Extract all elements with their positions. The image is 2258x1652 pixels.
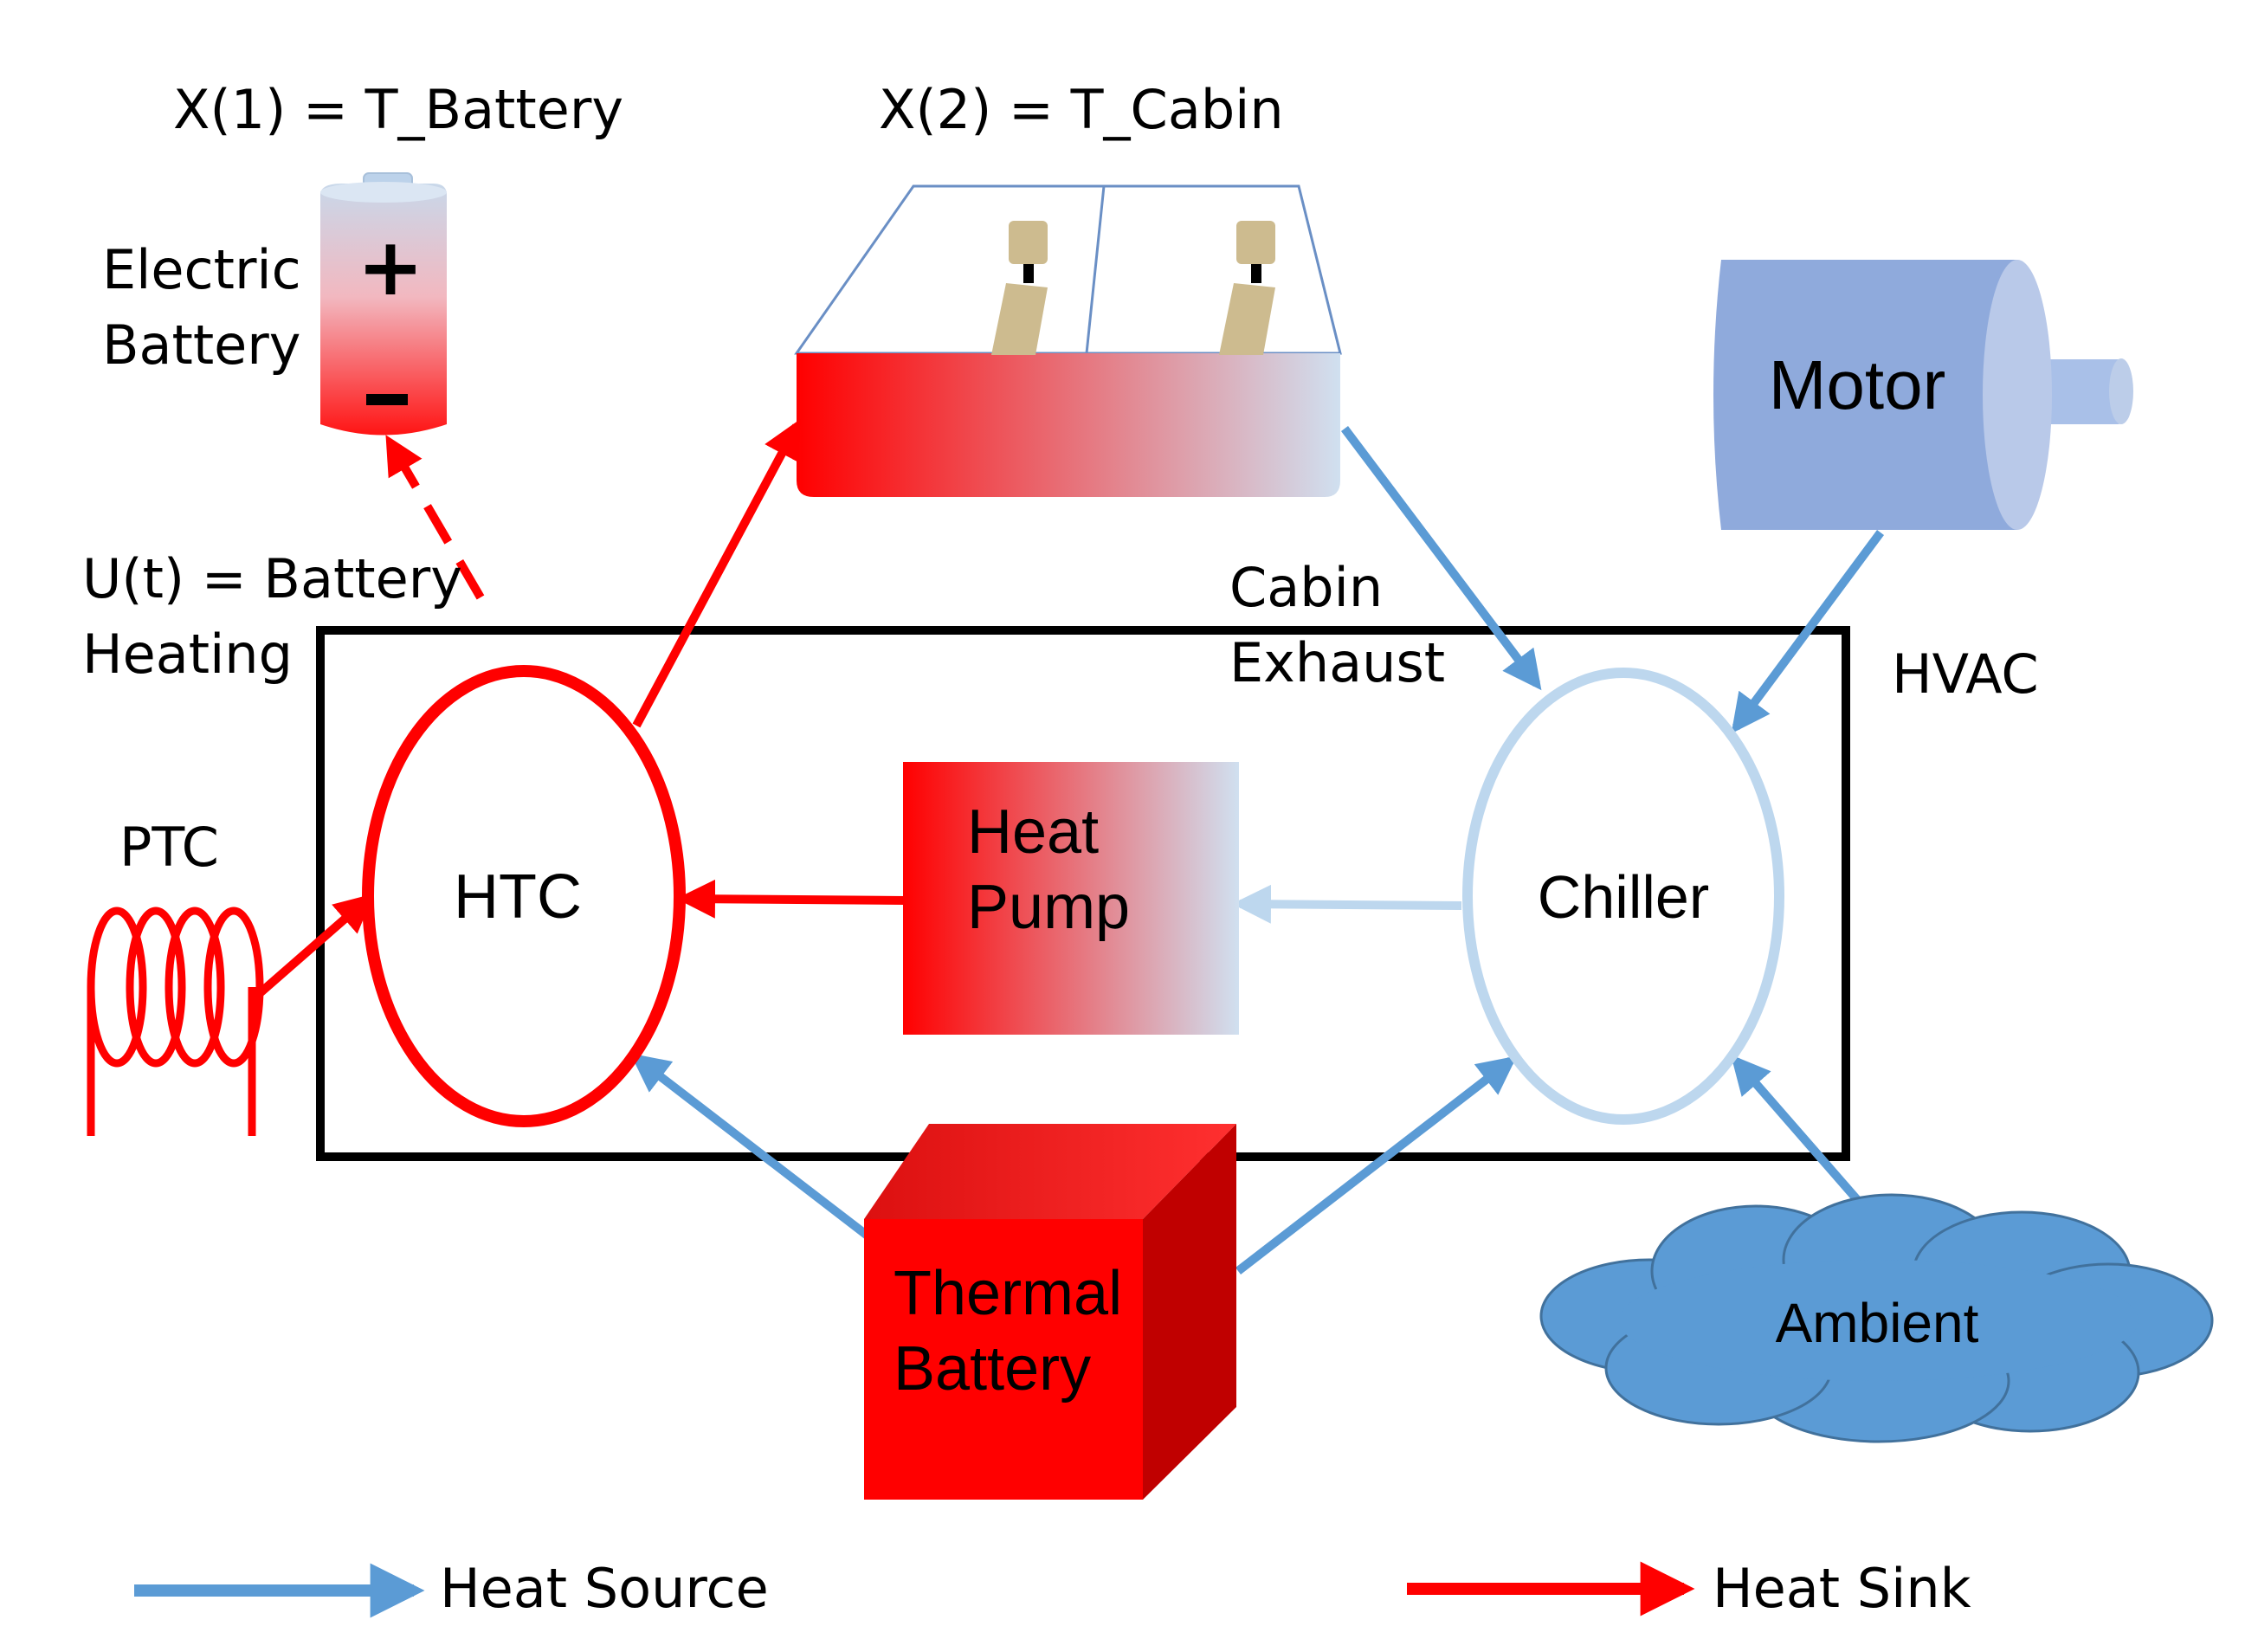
hvac-label: HVAC	[1892, 642, 2039, 706]
ptc-label: PTC	[119, 816, 219, 879]
thermal-battery-label-line2: Battery	[894, 1334, 1091, 1404]
legend: Heat Source Heat Sink	[134, 1557, 1971, 1620]
battery-minus-icon	[366, 394, 408, 405]
ptc-coil-icon	[87, 907, 264, 1136]
chiller-node	[1462, 668, 1784, 1125]
heat-pump-box	[903, 762, 1239, 1035]
t-cabin-label: X(2) = T_Cabin	[879, 78, 1284, 141]
battery-heating-label-line2: Heating	[82, 623, 293, 686]
chiller-to-heatpump-arrow	[1232, 884, 1462, 924]
cabin-icon	[794, 184, 1342, 497]
legend-source-label: Heat Source	[440, 1557, 769, 1620]
cabin-exhaust-label-line2: Exhaust	[1229, 631, 1445, 694]
cabin-exhaust-arrow	[1341, 425, 1542, 691]
thermal-battery-label-line1: Thermal	[894, 1259, 1122, 1328]
ambient-label: Ambient	[1776, 1292, 1979, 1354]
heatpump-to-htc-arrow	[676, 879, 906, 919]
htc-label: HTC	[454, 862, 582, 932]
cabin-exhaust-label-line1: Cabin	[1229, 556, 1383, 619]
electric-battery-label-line1: Electric	[102, 238, 301, 301]
seat-left-icon	[991, 221, 1048, 355]
battery-heating-label-line1: U(t) = Battery	[82, 547, 462, 610]
electric-battery-label-line2: Battery	[102, 313, 300, 377]
thermal-battery-to-htc-arrow	[629, 1053, 872, 1240]
seat-right-icon	[1219, 221, 1275, 355]
motor-icon	[1713, 260, 2133, 530]
motor-label: Motor	[1769, 346, 1946, 423]
motor-to-chiller-arrow	[1731, 530, 1885, 734]
battery-plus-icon: +	[357, 221, 423, 313]
t-battery-label: X(1) = T_Battery	[173, 78, 623, 141]
htc-node	[362, 665, 686, 1127]
legend-sink-label: Heat Sink	[1713, 1557, 1971, 1620]
ambient-cloud	[1539, 1193, 2214, 1443]
heat-pump-label-line1: Heat	[967, 797, 1099, 867]
thermal-battery-cube	[864, 1124, 1236, 1500]
heat-pump-label-line2: Pump	[967, 873, 1130, 942]
battery-heating-arrow	[385, 435, 485, 600]
thermal-battery-to-chiller-arrow	[1235, 1055, 1518, 1274]
electric-battery-icon: +	[320, 172, 447, 436]
chiller-label: Chiller	[1538, 863, 1709, 931]
ptc-to-htc-arrow	[248, 894, 374, 1003]
htc-to-cabin-arrow	[632, 419, 801, 728]
